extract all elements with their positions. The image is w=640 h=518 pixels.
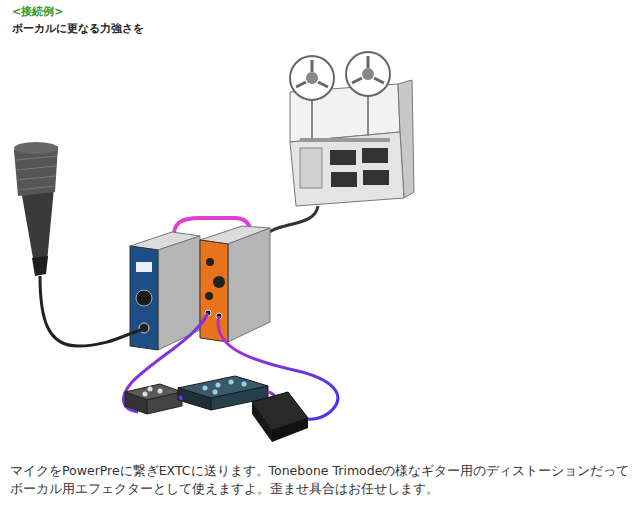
expression-pedal: [252, 392, 308, 442]
effect-pedal: [125, 384, 182, 414]
mic-top: [14, 142, 58, 154]
eq-module: [200, 226, 270, 342]
microphone: [14, 142, 58, 276]
pedal-knob: [213, 390, 218, 395]
module-knob: [206, 258, 214, 266]
mic-shaft: [32, 256, 48, 276]
module-knob: [213, 276, 225, 288]
pedal-knob: [158, 389, 163, 394]
grille-lines: [16, 156, 57, 190]
tape-recorder: [290, 52, 414, 206]
pedal-knob: [203, 386, 208, 391]
reel-spokes: [352, 56, 384, 83]
pedal-knob: [148, 387, 153, 392]
reel-hub: [362, 68, 374, 80]
mic-body: [14, 146, 58, 264]
patch-cable: [180, 396, 182, 400]
module-front: [130, 246, 158, 350]
vu-meter: [331, 172, 357, 187]
subheading: ボーカルに更なる力強さを: [12, 21, 144, 36]
pedal-front: [178, 388, 211, 410]
reel-arm: [367, 96, 369, 136]
mic-cable: [40, 276, 141, 346]
caption: マイクをPowerPreに繋ぎEXTCに送ります。Tonebone Trimod…: [10, 462, 632, 498]
pedal-knob: [216, 383, 221, 388]
vu-meter: [330, 150, 356, 165]
pedal-knob: [229, 380, 234, 385]
heading: <接続例>: [12, 4, 63, 19]
vu-meter: [363, 170, 389, 185]
preamp-module: [130, 232, 200, 350]
module-display: [136, 262, 152, 272]
module-knob: [136, 290, 152, 306]
reel-spokes: [296, 60, 328, 87]
module-knob: [205, 292, 213, 300]
pedal-side: [272, 418, 308, 442]
tape-reel: [346, 52, 390, 96]
reel-arm: [311, 100, 313, 140]
pedal-side: [147, 392, 182, 414]
deck-strip: [300, 138, 390, 142]
reel-hub: [306, 72, 318, 84]
deck-panel: [290, 132, 404, 206]
pedal-knob: [143, 392, 148, 397]
tape-reel: [290, 56, 334, 100]
module-front: [200, 240, 228, 342]
module-side: [228, 228, 270, 342]
pedal-front: [252, 402, 272, 442]
deck-head-block: [300, 148, 322, 188]
pedal-knob: [242, 382, 247, 387]
pedal-front: [125, 392, 147, 414]
vu-meter: [362, 148, 388, 163]
